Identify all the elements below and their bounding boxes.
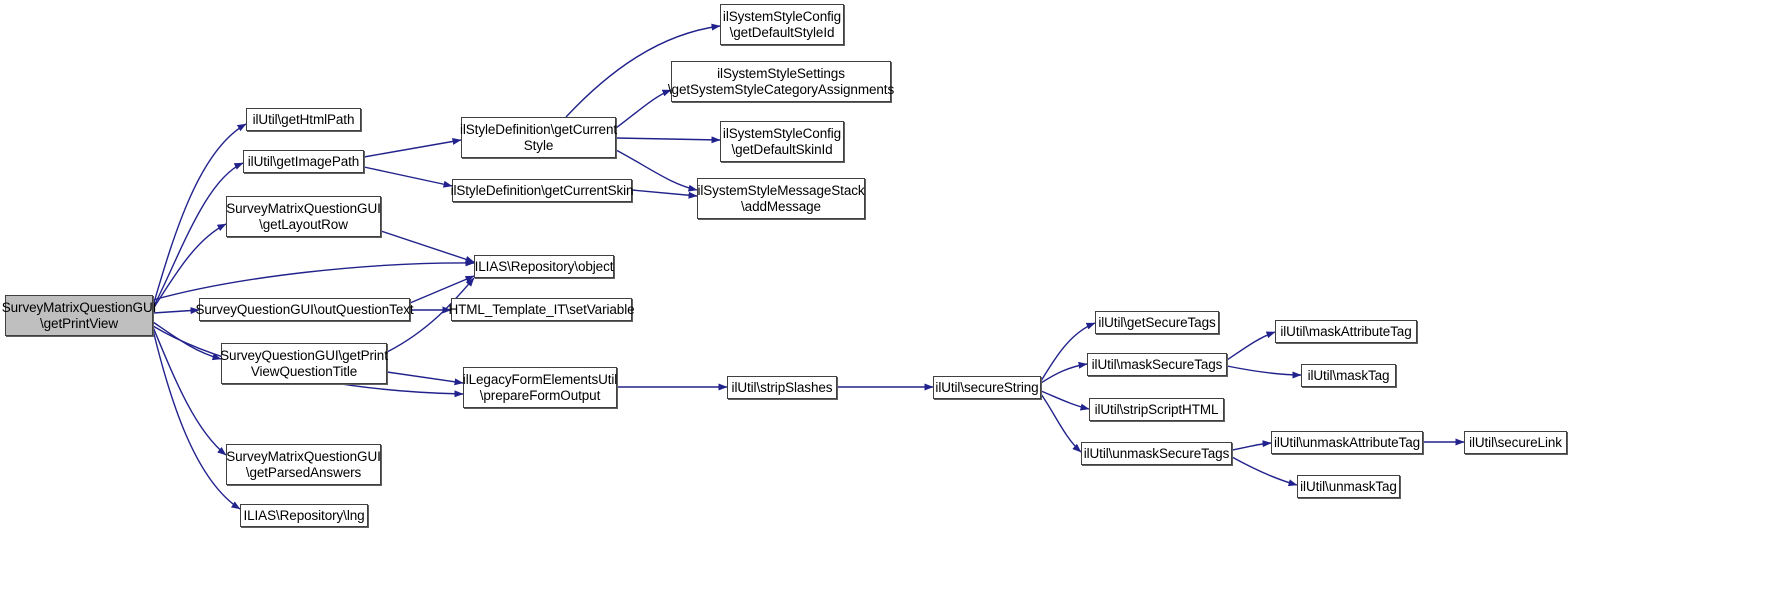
graph-node-n8[interactable]: ilLegacyFormElementsUtil \prepareFormOut… xyxy=(463,367,617,408)
graph-node-label: ilUtil\secureString xyxy=(935,379,1039,395)
graph-node-n20[interactable]: ilUtil\maskSecureTags xyxy=(1087,353,1227,376)
call-edge-n11-to-n15 xyxy=(615,136,721,144)
graph-node-n1[interactable]: ilUtil\getHtmlPath xyxy=(246,108,361,131)
graph-node-n23[interactable]: ilUtil\maskAttributeTag xyxy=(1275,320,1417,343)
graph-node-n12[interactable]: ilStyleDefinition\getCurrentSkin xyxy=(450,179,634,202)
graph-node-label: SurveyQuestionGUI\outQuestionText xyxy=(195,301,414,317)
graph-node-n5[interactable]: SurveyQuestionGUI\outQuestionText xyxy=(195,298,414,321)
graph-node-n24[interactable]: ilUtil\maskTag xyxy=(1301,364,1396,387)
graph-node-label: HTML_Template_IT\setVariable xyxy=(448,301,635,317)
graph-node-label: ilUtil\maskTag xyxy=(1307,367,1390,383)
call-edge-n22-to-n25 xyxy=(1231,440,1272,451)
graph-node-n9[interactable]: SurveyMatrixQuestionGUI \getParsedAnswer… xyxy=(226,444,381,485)
graph-node-label: ilSystemStyleConfig \getDefaultSkinId xyxy=(722,126,842,157)
graph-node-label: ilUtil\secureLink xyxy=(1469,434,1562,450)
call-edge-n12-to-n16 xyxy=(631,189,698,199)
graph-node-n19[interactable]: ilUtil\getSecureTags xyxy=(1095,311,1219,334)
graph-node-n4[interactable]: ILIAS\Repository\object xyxy=(474,255,614,278)
call-edge-n18-to-n20 xyxy=(1040,361,1088,384)
call-edge-n0-to-n7 xyxy=(152,321,222,361)
graph-node-label: ilUtil\unmaskAttributeTag xyxy=(1273,434,1421,450)
graph-node-label: SurveyMatrixQuestionGUI \getParsedAnswer… xyxy=(226,449,381,480)
graph-node-label: ilStyleDefinition\getCurrent Style xyxy=(459,122,618,153)
call-edge-n22-to-n26 xyxy=(1231,456,1298,487)
graph-node-n14[interactable]: ilSystemStyleSettings \getSystemStyleCat… xyxy=(667,61,895,102)
call-edge-n11-to-n14 xyxy=(615,89,672,129)
call-edge-n3-to-n4 xyxy=(380,230,475,263)
graph-node-n16[interactable]: ilSystemStyleMessageStack \addMessage xyxy=(697,178,865,219)
graph-node-n10[interactable]: ILIAS\Repository\lng xyxy=(240,504,368,527)
graph-node-n25[interactable]: ilUtil\unmaskAttributeTag xyxy=(1271,431,1423,454)
graph-node-n11[interactable]: ilStyleDefinition\getCurrent Style xyxy=(459,117,618,158)
graph-node-label: SurveyMatrixQuestionGUI \getLayoutRow xyxy=(226,201,381,232)
graph-node-label: ILIAS\Repository\lng xyxy=(243,507,365,523)
graph-node-n15[interactable]: ilSystemStyleConfig \getDefaultSkinId xyxy=(720,121,844,162)
call-edge-n20-to-n24 xyxy=(1226,365,1302,379)
call-edge-n7-to-n8 xyxy=(386,371,464,386)
graph-node-label: ilSystemStyleSettings \getSystemStyleCat… xyxy=(667,66,895,97)
graph-node-label: ilUtil\getImagePath xyxy=(247,153,360,169)
graph-node-n18[interactable]: ilUtil\secureString xyxy=(933,376,1041,399)
call-edge-n18-to-n22 xyxy=(1040,393,1082,453)
call-edge-n2-to-n12 xyxy=(363,166,453,188)
graph-node-n21[interactable]: ilUtil\stripScriptHTML xyxy=(1089,398,1224,421)
call-edge-n0-to-n3 xyxy=(152,223,227,310)
graph-node-n27[interactable]: ilUtil\secureLink xyxy=(1464,431,1567,454)
graph-node-label: SurveyMatrixQuestionGUI \getPrintView xyxy=(1,300,157,331)
graph-node-label: ilUtil\getHtmlPath xyxy=(252,111,355,127)
graph-node-label: ilUtil\maskAttributeTag xyxy=(1280,323,1412,339)
graph-node-n3[interactable]: SurveyMatrixQuestionGUI \getLayoutRow xyxy=(226,196,381,237)
graph-node-label: ilStyleDefinition\getCurrentSkin xyxy=(450,182,634,198)
graph-node-n0[interactable]: SurveyMatrixQuestionGUI \getPrintView xyxy=(2,295,156,336)
graph-node-label: ilUtil\stripSlashes xyxy=(731,379,833,395)
call-edge-n0-to-n4 xyxy=(152,259,475,301)
call-edge-n18-to-n21 xyxy=(1040,390,1090,411)
graph-node-label: ilUtil\maskSecureTags xyxy=(1091,356,1223,372)
graph-node-label: ilUtil\getSecureTags xyxy=(1098,314,1216,330)
graph-node-label: ilLegacyFormElementsUtil \prepareFormOut… xyxy=(462,372,618,403)
graph-node-n22[interactable]: ilUtil\unmaskSecureTags xyxy=(1081,442,1232,465)
graph-node-label: ilUtil\stripScriptHTML xyxy=(1094,401,1219,417)
graph-node-label: ILIAS\Repository\object xyxy=(474,258,614,274)
graph-node-n13[interactable]: ilSystemStyleConfig \getDefaultStyleId xyxy=(720,4,844,45)
graph-node-n6[interactable]: HTML_Template_IT\setVariable xyxy=(448,298,635,321)
graph-node-label: ilUtil\unmaskSecureTags xyxy=(1083,445,1230,461)
graph-node-label: ilSystemStyleMessageStack \addMessage xyxy=(697,183,865,214)
call-edge-n20-to-n23 xyxy=(1226,331,1276,361)
graph-node-n7[interactable]: SurveyQuestionGUI\getPrint ViewQuestionT… xyxy=(220,343,388,384)
call-edge-n0-to-n5 xyxy=(152,307,200,315)
call-edge-n2-to-n11 xyxy=(363,138,462,158)
graph-node-n2[interactable]: ilUtil\getImagePath xyxy=(243,150,364,173)
call-edge-n0-to-n9 xyxy=(152,326,227,456)
graph-node-label: SurveyQuestionGUI\getPrint ViewQuestionT… xyxy=(220,348,388,379)
graph-node-n26[interactable]: ilUtil\unmaskTag xyxy=(1297,475,1400,498)
graph-node-n17[interactable]: ilUtil\stripSlashes xyxy=(727,376,837,399)
graph-node-label: ilUtil\unmaskTag xyxy=(1300,478,1397,494)
graph-node-label: ilSystemStyleConfig \getDefaultStyleId xyxy=(722,9,842,40)
